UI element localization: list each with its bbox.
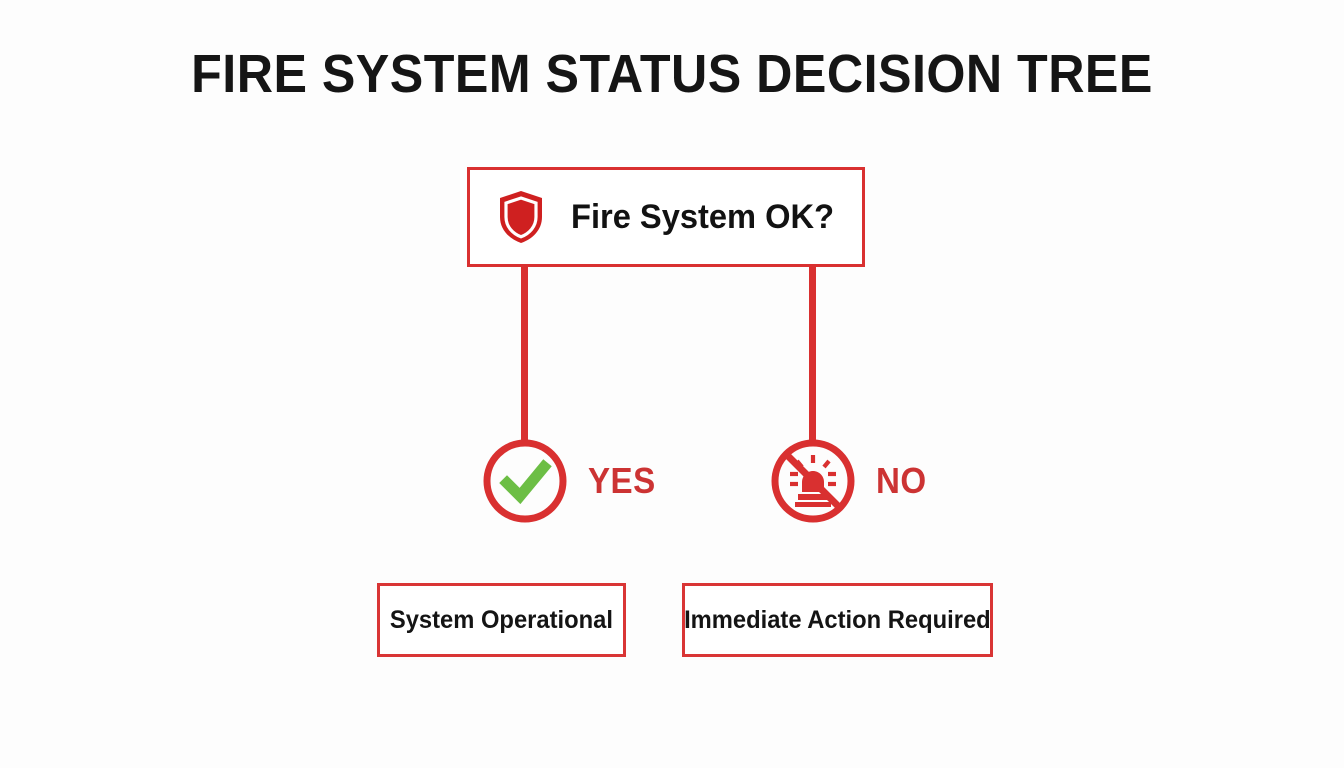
page-title: FIRE SYSTEM STATUS DECISION TREE — [191, 44, 1153, 104]
branch-label-no: NO — [876, 460, 927, 501]
outcome-box-no[interactable]: Immediate Action Required — [682, 583, 993, 657]
outcome-box-yes[interactable]: System Operational — [377, 583, 626, 657]
outcome-label-yes: System Operational — [389, 605, 614, 634]
connector-line-no — [809, 265, 816, 440]
connector-line-yes — [521, 265, 528, 440]
check-circle-icon — [482, 438, 568, 524]
branch-yes[interactable]: YES — [482, 437, 662, 525]
alarm-prohibited-icon — [770, 438, 856, 524]
outcome-label-no: Immediate Action Required — [684, 605, 991, 634]
shield-icon — [497, 189, 545, 245]
decision-node-label: Fire System OK? — [571, 197, 835, 236]
branch-no[interactable]: NO — [770, 437, 931, 525]
decision-node-root[interactable]: Fire System OK? — [467, 167, 865, 267]
branch-label-yes: YES — [588, 460, 656, 501]
